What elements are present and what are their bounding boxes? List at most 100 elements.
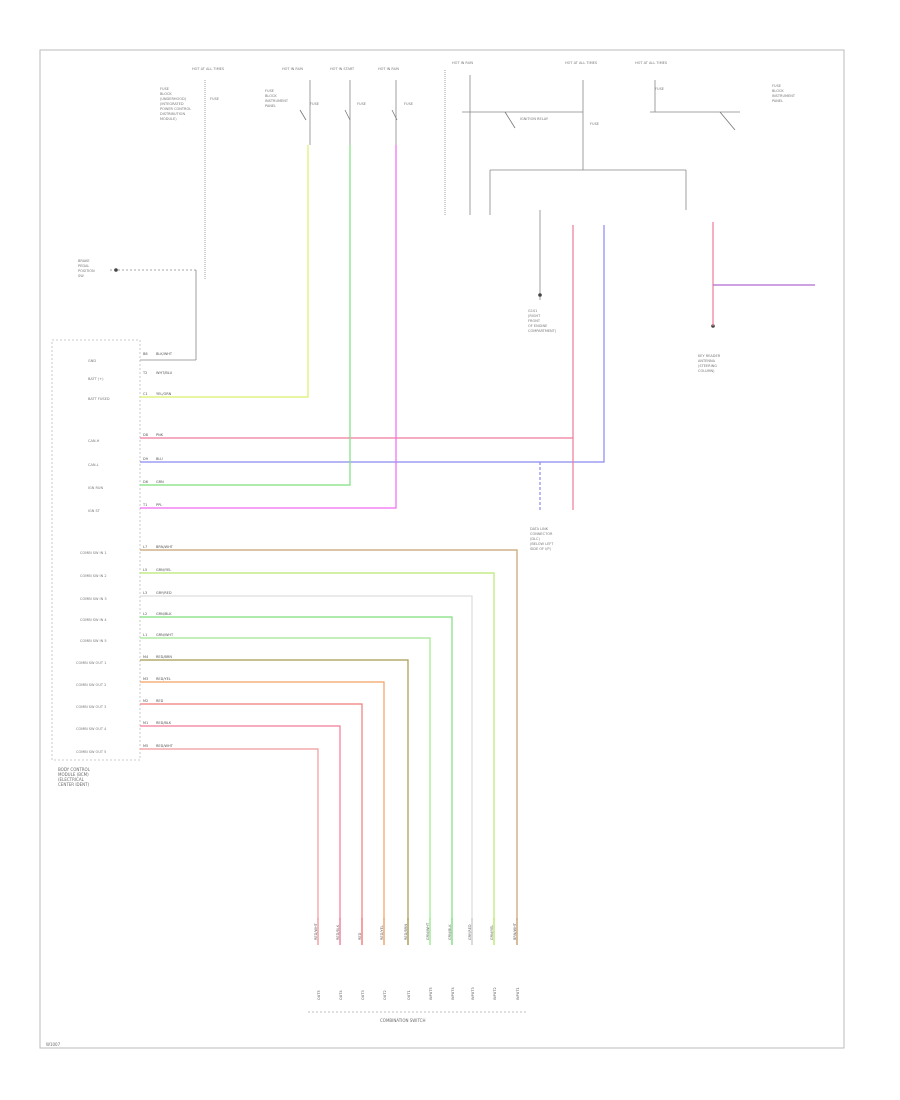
dlc-line5: SIDE OF I/P): [530, 547, 551, 551]
colored-wires-top: [140, 145, 815, 510]
bcm-pin-wire: RED/BLK: [156, 721, 172, 725]
fuse1-line1: FUSE: [160, 87, 169, 91]
fuse2-line3: INSTRUMENT: [265, 99, 289, 103]
wire-combi-in3: [140, 595, 473, 920]
antenna-line3: (STEERING: [698, 364, 717, 368]
g1-line4: OF ENGINE: [528, 324, 547, 328]
fuse3-head: HOT IN START: [330, 67, 355, 71]
power-wiring: [110, 70, 740, 361]
splice-point-1: [114, 268, 118, 272]
bcm-pin-label: BATT (+): [88, 377, 104, 381]
relay-head: HOT IN RUN: [452, 61, 473, 65]
wire-combi-in4: [140, 616, 453, 920]
bcm-pin-label: COMBI SW OUT 2: [76, 683, 106, 687]
switch-pin-label: OUT5: [317, 990, 321, 1000]
bcm-label-line2: MODULE (BCM): [58, 772, 89, 777]
bcm-pin-number: D9: [143, 457, 148, 461]
bcm-pin-wire: GRN/WHT: [156, 633, 174, 637]
bcm-pin-number: L1: [143, 633, 147, 637]
switch-pin-label: OUT2: [383, 990, 387, 1000]
page-id: W1007: [46, 1042, 61, 1047]
switch-pin-label: INPUT3: [471, 987, 475, 1000]
bcm-pin: BATT FUSED C1 YEL/GRN: [88, 392, 172, 401]
ground-line1: BRAKE: [78, 259, 90, 263]
bcm-pin-label: COMBI SW IN 2: [80, 574, 107, 578]
dlc-line4: (BELOW LEFT: [530, 542, 554, 546]
fuse2-line1: FUSE: [265, 89, 274, 93]
bcm-pin-label: COMBI SW IN 5: [80, 639, 107, 643]
switch-wire-label: RED/BLK: [336, 924, 340, 940]
bcm-pin-number: M2: [143, 699, 148, 703]
fuse-symbol-3: [391, 109, 398, 121]
bcm-pin-wire: RED: [156, 699, 164, 703]
switch-wire-label: RED/YEL: [380, 925, 384, 940]
dlc-label: DATA LINK CONNECTOR (DLC) (BELOW LEFT SI…: [530, 527, 554, 551]
fuse6-line3: INSTRUMENT: [772, 94, 796, 98]
dlc-line3: (DLC): [530, 537, 540, 541]
bcm-pin-label: COMBI SW IN 4: [80, 618, 107, 622]
g1-line2: (RIGHT: [528, 314, 541, 318]
bcm-pin-label: COMBI SW IN 1: [80, 551, 107, 555]
fuse1-line6: DISTRIBUTION: [160, 112, 185, 116]
fuse5-line1: FUSE: [590, 122, 599, 126]
fuse-block-5: HOT AT ALL TIMES FUSE: [565, 61, 599, 126]
fuse4-head: HOT IN RUN: [378, 67, 399, 71]
fuse4-line1: FUSE: [404, 102, 413, 106]
fuse-block-3: HOT IN START FUSE: [330, 67, 366, 106]
switch-pin-label: OUT4: [339, 990, 343, 1000]
fuse1-line4: (INTEGRATED: [160, 102, 184, 106]
bcm-pin: COMBI SW IN 5 L1 GRN/WHT: [80, 633, 174, 643]
g1-line1: G101: [528, 309, 537, 313]
bcm-pin-wire: GRN/BLK: [156, 612, 172, 616]
switch-wire-label: GRY/RED: [468, 924, 472, 940]
relay-contact-2: [719, 111, 736, 131]
fuse1-line7: MODULE): [160, 117, 177, 121]
bcm-pin-number: C1: [143, 392, 148, 396]
fuse6-line5: FUSE: [655, 87, 664, 91]
wire-magenta-ign-st: [140, 145, 397, 509]
switch-pin-label: INPUT5: [429, 987, 433, 1000]
fuse-symbol-1: [299, 109, 307, 121]
fuse3-line1: FUSE: [357, 102, 366, 106]
bcm-pin-wire: BLU: [156, 457, 163, 461]
bcm-pin-label: COMBI SW OUT 1: [76, 661, 106, 665]
fuse1-line5: POWER CONTROL: [160, 107, 191, 111]
wire-combi-in1: [140, 549, 518, 920]
wire-combi-out1: [140, 659, 409, 920]
fuse6-line4: PANEL: [772, 99, 783, 103]
bcm-pin-wire: GRY/RED: [156, 591, 172, 595]
wire-combi-out4: [140, 725, 341, 920]
wire-combi-out3: [140, 703, 363, 920]
bcm-pin-wire: YEL/GRN: [156, 392, 172, 396]
bcm-pin-wire: RED/BRN: [156, 655, 172, 659]
fuse6-head: HOT AT ALL TIMES: [635, 61, 668, 65]
bcm-pin-wire: GRN: [156, 480, 164, 484]
bcm-pin-number: M5: [143, 744, 148, 748]
switch-pin-label: INPUT4: [451, 987, 455, 1000]
bcm-pin-number: M1: [143, 721, 148, 725]
bcm-pin-label: GND: [88, 359, 96, 363]
fuse-block-1: HOT AT ALL TIMES FUSE BLOCK (UNDERHOOD) …: [160, 67, 225, 121]
fuse2-line4: PANEL: [265, 104, 276, 108]
fuse1-line2: BLOCK: [160, 92, 172, 96]
fuse1-line8: FUSE: [210, 97, 219, 101]
combination-switch-label: COMBINATION SWITCH: [380, 1018, 425, 1023]
bcm-pin-number: M3: [143, 677, 148, 681]
bcm-pin-label: BATT FUSED: [88, 397, 110, 401]
bcm-pin-number: L7: [143, 545, 147, 549]
switch-pin-labels: RED/WHT RED/BLK RED RED/YEL RED/BRN GRN/…: [314, 922, 520, 1000]
fuse2-line5: FUSE: [310, 102, 319, 106]
g1-line3: FRONT: [528, 319, 541, 323]
ground-line4: SW: [78, 274, 84, 278]
bcm-module-label: BODY CONTROL MODULE (BCM) (ELECTRICAL CE…: [58, 767, 91, 787]
bcm-pin-number: T1: [142, 503, 147, 507]
ground-line3: POSITION: [78, 269, 95, 273]
bcm-pin-number: T2: [142, 371, 147, 375]
wire-green-ign-run: [140, 145, 351, 486]
